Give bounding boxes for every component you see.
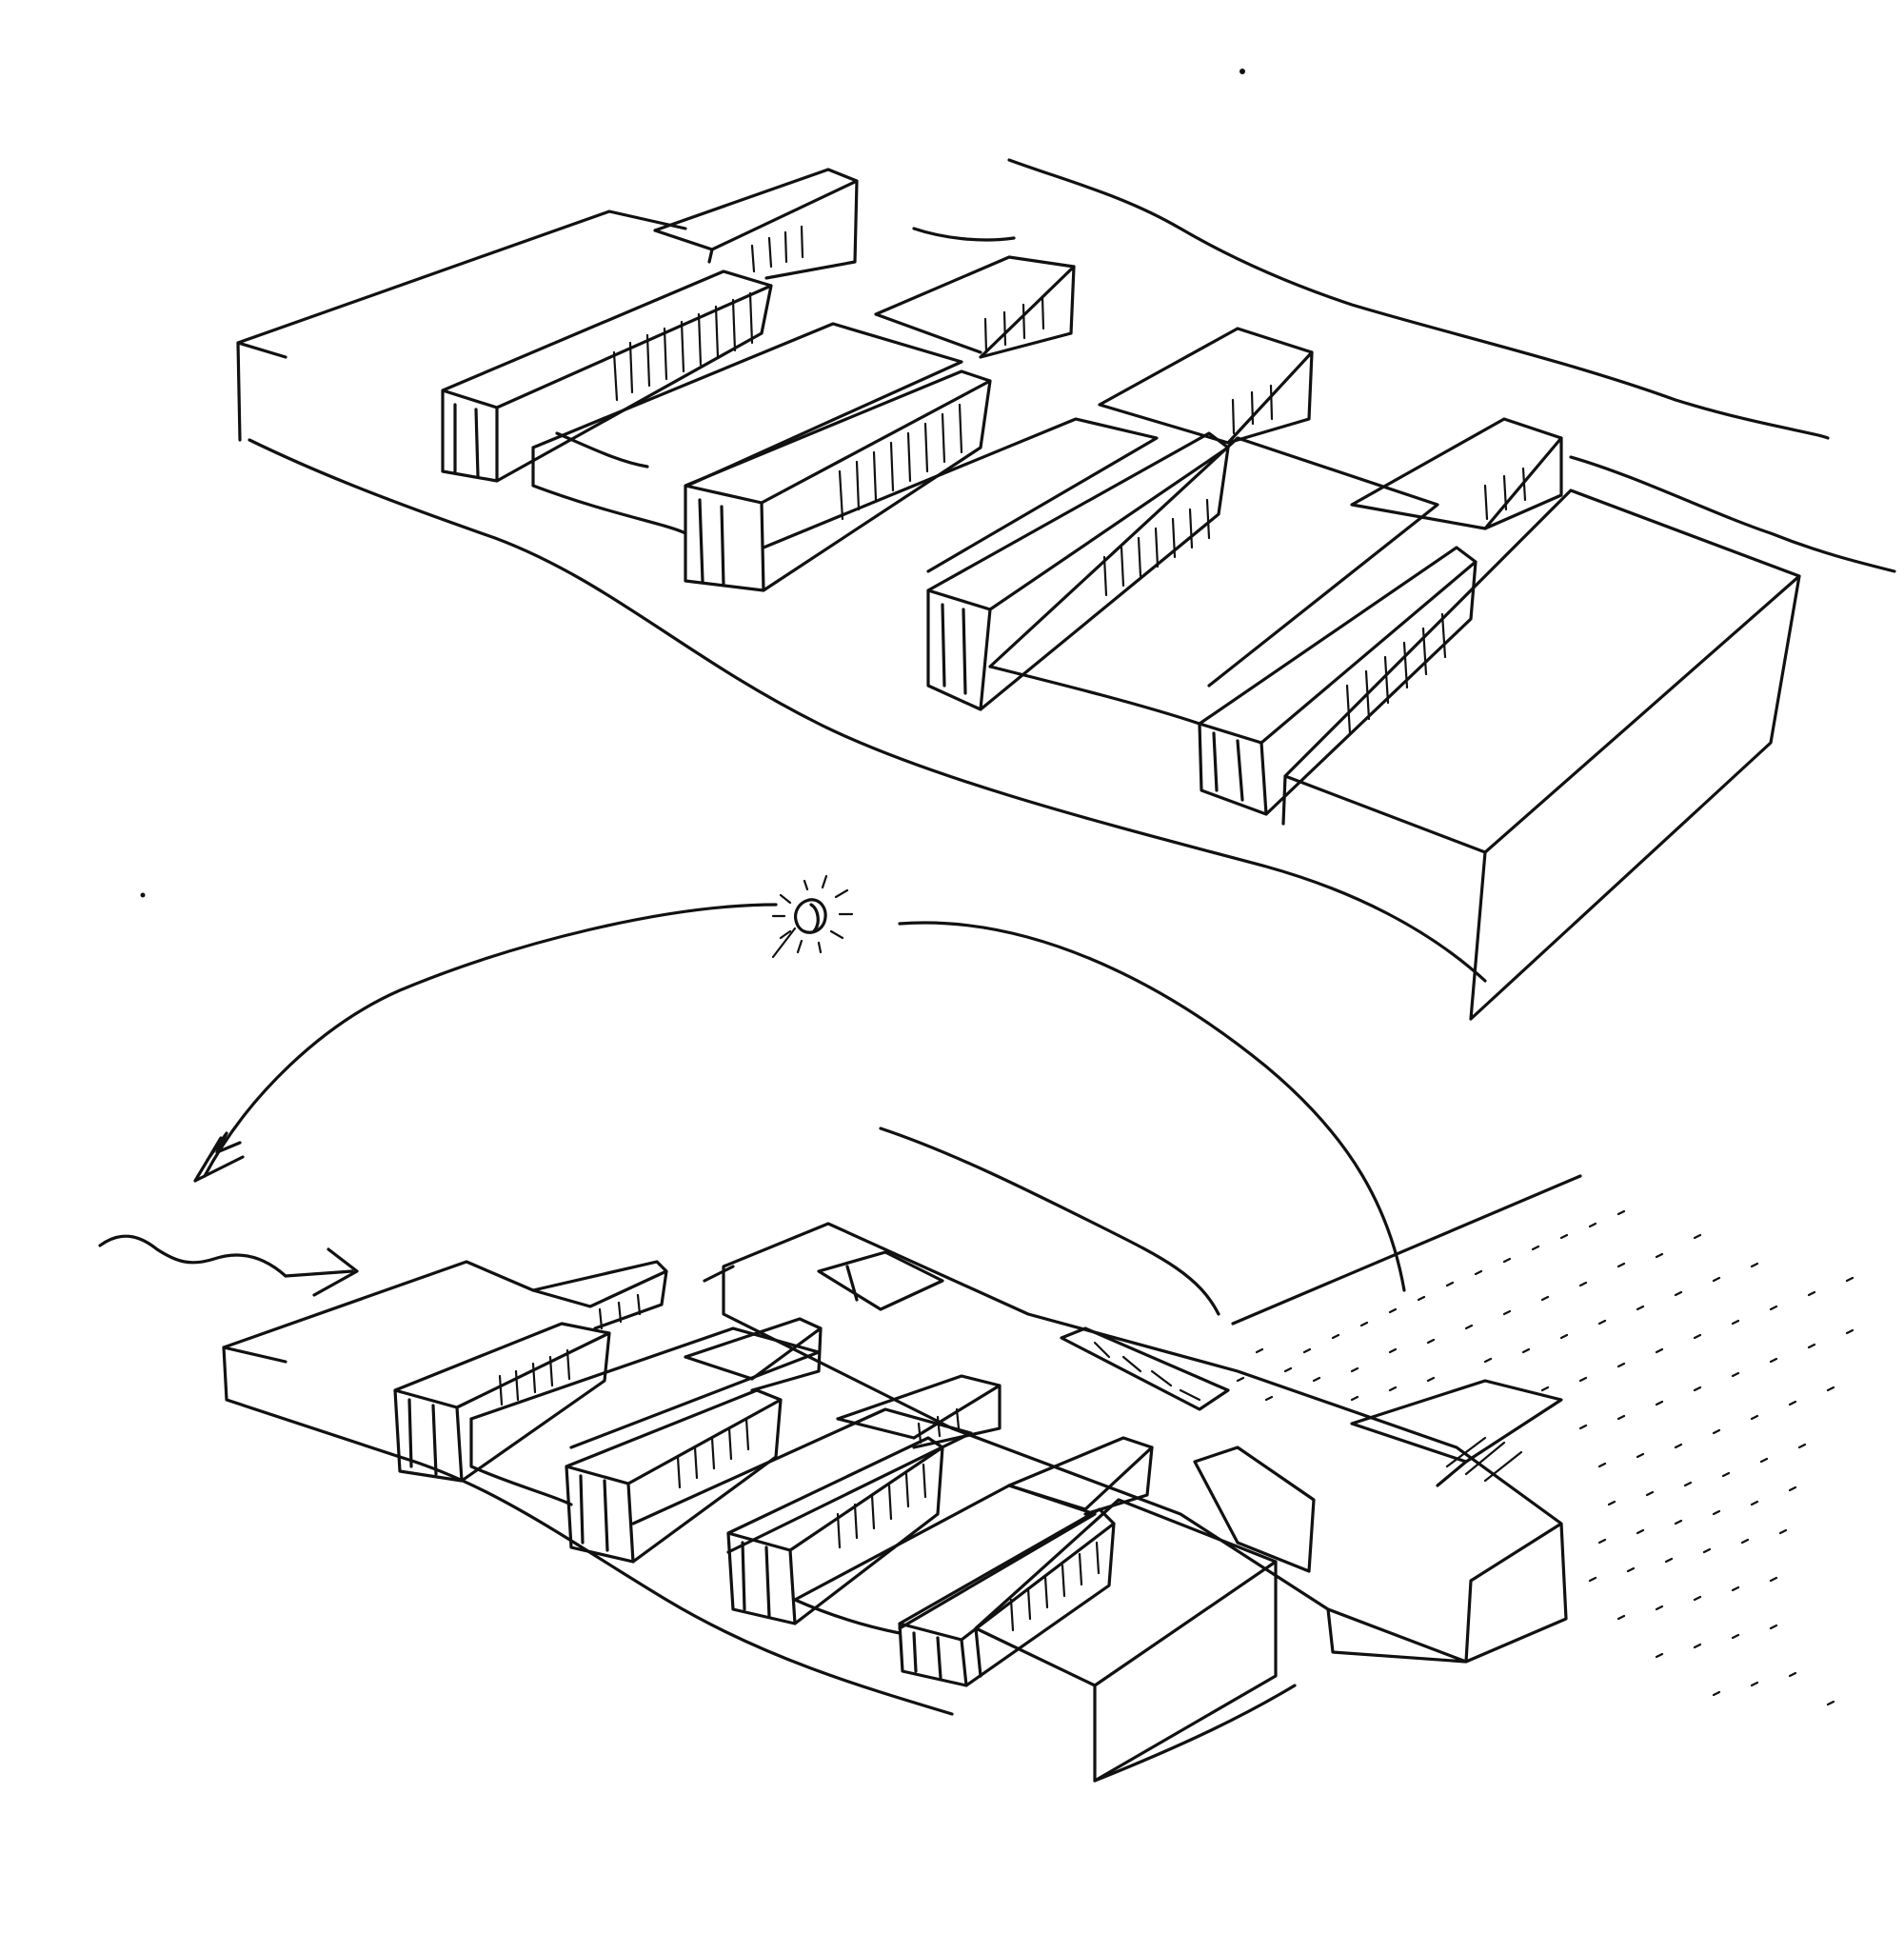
lower-spine-slot-hatching <box>1093 1341 1201 1402</box>
lower-bar-2-hatching <box>676 1417 750 1489</box>
lower-ground-line <box>398 1455 1297 1783</box>
lower-slab-2 <box>469 1326 821 1506</box>
lower-bar-2 <box>565 1388 783 1564</box>
upper-bar-4 <box>1198 546 1478 816</box>
lower-bar-4-hatching <box>1009 1541 1101 1632</box>
upper-slab-4 <box>988 436 1439 726</box>
lower-end-pavilion <box>1350 1379 1563 1487</box>
upper-ground-left-line <box>912 227 1016 242</box>
lower-spine-bar <box>722 1222 1568 1664</box>
upper-slab-2 <box>531 322 963 535</box>
stray-mark <box>140 892 146 898</box>
lower-massing-sketch <box>98 1127 1854 1783</box>
sun-path-annotation <box>193 874 1406 1292</box>
upper-massing-sketch <box>236 158 1896 1021</box>
upper-bar-2-hatching <box>838 403 963 521</box>
upper-back-bar-3-hatching <box>1231 384 1274 435</box>
upper-bar-3-hatching <box>1102 498 1211 597</box>
lower-base-block <box>222 1260 535 1459</box>
lower-bar-3-hatching <box>836 1463 927 1549</box>
upper-ground-mid-line <box>555 431 649 469</box>
upper-end-block <box>1281 488 1801 1021</box>
lower-slab-3 <box>631 1407 973 1554</box>
wind-arrow-head <box>312 1247 359 1297</box>
sun-path-arc <box>898 921 1406 1292</box>
upper-ground-front-line <box>248 438 1487 983</box>
lower-bar-3 <box>726 1436 944 1625</box>
upper-back-bar-1-hatching <box>750 225 804 273</box>
lower-courtyard <box>817 1250 944 1311</box>
upper-slab-3 <box>762 417 1159 573</box>
upper-bar-2 <box>684 369 992 592</box>
stray-mark <box>1240 69 1245 74</box>
upper-back-bar-2 <box>874 255 1076 359</box>
sun-icon <box>771 874 854 959</box>
lower-back-bar-1-hatching <box>598 1293 642 1330</box>
lower-spine-opening <box>1193 1446 1316 1573</box>
lower-bar-1 <box>393 1322 611 1483</box>
upper-back-bar-1 <box>653 168 859 280</box>
upper-back-bar-4 <box>1350 417 1563 530</box>
sun-path-arrow <box>203 903 778 1178</box>
flow-arrow <box>879 1127 1220 1316</box>
lower-end-pavilion-hatching <box>1445 1436 1523 1483</box>
upper-base-block <box>236 209 687 442</box>
wind-arrow <box>98 1234 354 1278</box>
upper-back-bar-2-hatching <box>983 295 1045 354</box>
upper-back-bar-4-hatching <box>1483 467 1527 521</box>
flow-arrow-left <box>703 1265 735 1283</box>
upper-back-bar-3 <box>1098 327 1314 445</box>
upper-bar-1-hatching <box>612 291 754 402</box>
lower-end-block <box>974 1498 1278 1783</box>
stipple-field <box>1236 1209 1854 1706</box>
upper-ground-back-line <box>1007 158 1830 440</box>
upper-bar-1 <box>441 269 773 483</box>
upper-bar-3 <box>926 431 1230 711</box>
lower-spine-slot <box>1060 1326 1230 1411</box>
sun-path-arrow-head <box>193 1131 245 1183</box>
lower-bar-1-hatching <box>498 1348 571 1406</box>
lower-site-line <box>1231 1174 1582 1326</box>
lower-bar-4 <box>898 1507 1116 1687</box>
lower-slab-4 <box>793 1484 1097 1635</box>
upper-ground-right-line <box>1569 455 1896 573</box>
